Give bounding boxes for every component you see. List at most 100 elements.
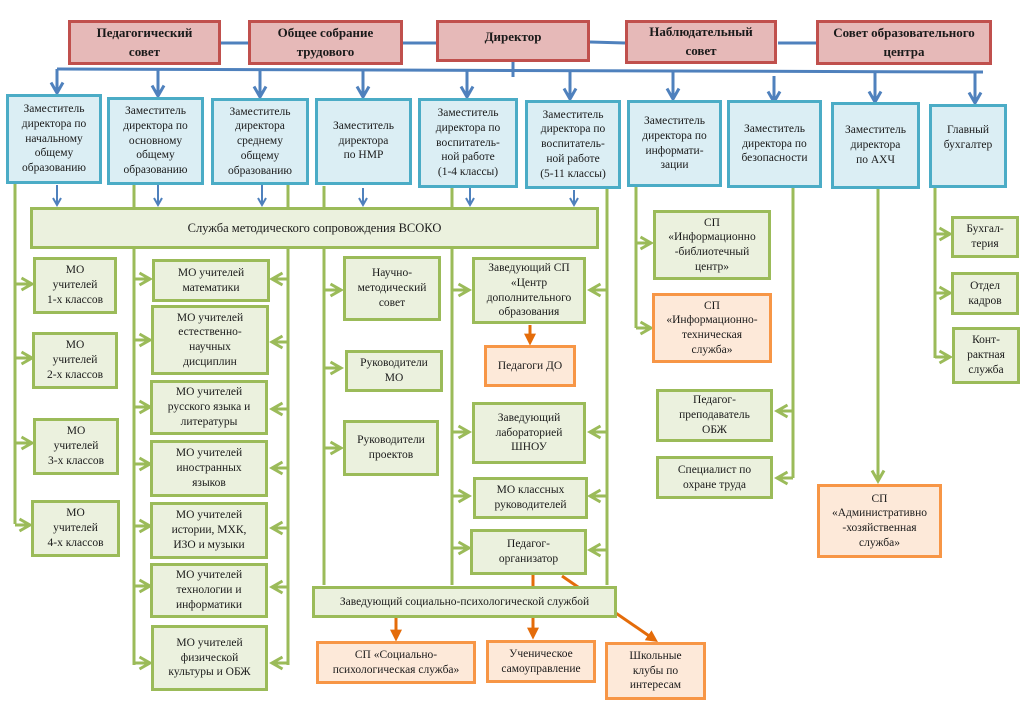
primary-mo: МО учителей 3-х классов — [33, 418, 119, 475]
unit-label: МО учителей естественно- научных дисципл… — [176, 311, 244, 368]
deputy-label: Заместитель директора по воспитатель- но… — [435, 107, 501, 179]
nmr-unit: Научно- методический совет — [343, 256, 441, 321]
primary-mo: МО учителей 1-х классов — [33, 257, 117, 314]
unit-label: МО учителей 3-х классов — [47, 425, 105, 467]
governance-direktor: Директор — [436, 20, 590, 62]
unit-label: СП «Социально- психологическая служба» — [332, 648, 460, 676]
unit-label: МО учителей русского языка и литературы — [167, 386, 251, 428]
governance-label: Наблюдательный совет — [649, 24, 753, 58]
social-service: Школьные клубы по интересам — [605, 642, 706, 700]
deputy-label: Заместитель директора по безопасности — [741, 122, 808, 165]
green-connectors — [13, 184, 937, 665]
unit-label: Специалист по охране труда — [677, 463, 752, 491]
unit-label: Руководители проектов — [357, 434, 425, 461]
unit-label: МО классных руководителей — [494, 484, 567, 511]
vsoko-service: Служба методического сопровождения ВСОКО — [30, 207, 599, 249]
unit-label: Педагог- организатор — [498, 538, 559, 565]
unit-label: Конт- рактная служба — [967, 334, 1005, 376]
unit-label: МО учителей 2-х классов — [46, 339, 104, 381]
subject-mo: МО учителей истории, МХК, ИЗО и музыки — [150, 502, 268, 559]
deputy-label: Заместитель директора среднему общему об… — [228, 105, 292, 177]
vsoko-arrows — [52, 185, 579, 208]
governance-label: Совет образовательного центра — [833, 24, 975, 59]
social-psych-head: Заведующий социально-психологической слу… — [312, 586, 617, 618]
subject-mo: МО учителей технологии и информатики — [150, 563, 268, 618]
unit-label: Педагог- преподаватель ОБЖ — [679, 394, 750, 436]
unit-label: МО учителей математики — [177, 266, 245, 294]
deputy-glav-buh: Главный бухгалтер — [929, 104, 1007, 188]
inform-unit: СП «Информационно- техническая служба» — [652, 293, 772, 363]
deputy-nmr: Заместитель директора по НМР — [315, 98, 412, 185]
unit-label: Ученическое самоуправление — [501, 647, 581, 675]
subject-mo: МО учителей естественно- научных дисципл… — [151, 305, 269, 375]
connector-line — [56, 67, 984, 74]
deputy-label: Главный бухгалтер — [943, 124, 993, 151]
deputy-label: Заместитель директора по информати- заци… — [642, 115, 707, 172]
inform-unit: СП «Информационно -библиотечный центр» — [653, 210, 771, 280]
governance-label: Общее собрание трудового — [277, 24, 374, 59]
social-service: СП «Социально- психологическая служба» — [316, 641, 476, 684]
deputy-vr-1-4: Заместитель директора по воспитатель- но… — [418, 98, 518, 188]
deputy-bezop: Заместитель директора по безопасности — [727, 100, 822, 188]
deputy-srednee: Заместитель директора среднему общему об… — [211, 98, 309, 185]
deputy-label: Заместитель директора по начальному обще… — [21, 103, 87, 175]
safety-unit: Специалист по охране труда — [656, 456, 773, 499]
deputy-arrows — [49, 69, 983, 107]
deputy-label: Заместитель директора по АХЧ — [845, 124, 906, 166]
subject-mo: МО учителей иностранных языков — [150, 440, 268, 497]
deputy-label: Заместитель директора по воспитатель- но… — [540, 108, 606, 180]
unit-label: МО учителей физической культуры и ОБЖ — [168, 636, 251, 679]
unit-label: СП «Информационно -библиотечный центр» — [668, 216, 756, 273]
unit-label: МО учителей истории, МХК, ИЗО и музыки — [171, 509, 247, 551]
subject-mo: МО учителей математики — [152, 259, 270, 302]
governance-ped-sovet: Педагогический совет — [68, 20, 221, 65]
connector-line — [589, 40, 626, 45]
governance-label: Директор — [484, 29, 542, 44]
deputy-nachalnoe: Заместитель директора по начальному обще… — [6, 94, 102, 184]
unit-label: Руководители МО — [360, 357, 428, 384]
vr-unit-centr-do: Заведующий СП «Центр дополнительного обр… — [472, 257, 586, 324]
accounting-unit: Конт- рактная служба — [952, 327, 1020, 384]
unit-label: Отдел кадров — [968, 279, 1002, 307]
governance-nabl-sovet: Наблюдательный совет — [625, 20, 777, 64]
green-arrows — [15, 226, 954, 671]
ahch-unit: СП «Административно -хозяйственная служб… — [817, 484, 942, 558]
pedagogi-do: Педагоги ДО — [484, 345, 576, 387]
accounting-unit: Отдел кадров — [951, 272, 1019, 315]
deputy-inform: Заместитель директора по информати- заци… — [627, 100, 722, 187]
unit-label: Школьные клубы по интересам — [629, 649, 682, 692]
primary-mo: МО учителей 2-х классов — [32, 332, 118, 389]
unit-label: Заведующий социально-психологической слу… — [339, 595, 590, 608]
deputy-label: Заместитель директора по основному общем… — [123, 105, 188, 177]
unit-label: Научно- методический совет — [357, 267, 427, 309]
governance-sovet-centra: Совет образовательного центра — [816, 20, 992, 65]
social-service: Ученическое самоуправление — [486, 640, 596, 683]
governance-links — [56, 40, 984, 77]
unit-label: МО учителей иностранных языков — [175, 447, 243, 489]
deputy-ahch: Заместитель директора по АХЧ — [831, 102, 920, 189]
subject-mo: МО учителей русского языка и литературы — [150, 380, 268, 435]
vsoko-label: Служба методического сопровождения ВСОКО — [187, 221, 442, 235]
unit-label: СП «Административно -хозяйственная служб… — [832, 492, 927, 549]
vr-unit-shnou: Заведующий лабораторией ШНОУ — [472, 402, 586, 464]
unit-label: Бухгал- терия — [966, 223, 1004, 250]
unit-label: СП «Информационно- техническая служба» — [666, 299, 758, 356]
accounting-unit: Бухгал- терия — [951, 216, 1019, 258]
unit-label: Педагоги ДО — [497, 359, 563, 372]
deputy-label: Заместитель директора по НМР — [333, 120, 394, 162]
subject-mo: МО учителей физической культуры и ОБЖ — [151, 625, 268, 691]
governance-obshchee-sobranie: Общее собрание трудового — [248, 20, 403, 65]
deputy-vr-5-11: Заместитель директора по воспитатель- но… — [525, 100, 621, 189]
unit-label: Заведующий лабораторией ШНОУ — [495, 411, 563, 454]
vr-unit-mo-klass: МО классных руководителей — [473, 477, 588, 519]
nmr-unit: Руководители МО — [345, 350, 443, 392]
safety-unit: Педагог- преподаватель ОБЖ — [656, 389, 773, 442]
nmr-unit: Руководители проектов — [343, 420, 439, 476]
unit-label: МО учителей 4-х классов — [47, 507, 104, 549]
deputy-osnovnoe: Заместитель директора по основному общем… — [107, 97, 204, 185]
primary-mo: МО учителей 4-х классов — [31, 500, 120, 557]
governance-label: Педагогический совет — [96, 24, 193, 59]
vr-unit-ped-org: Педагог- организатор — [470, 529, 587, 575]
unit-label: Заведующий СП «Центр дополнительного обр… — [486, 262, 572, 319]
unit-label: МО учителей технологии и информатики — [175, 569, 243, 611]
